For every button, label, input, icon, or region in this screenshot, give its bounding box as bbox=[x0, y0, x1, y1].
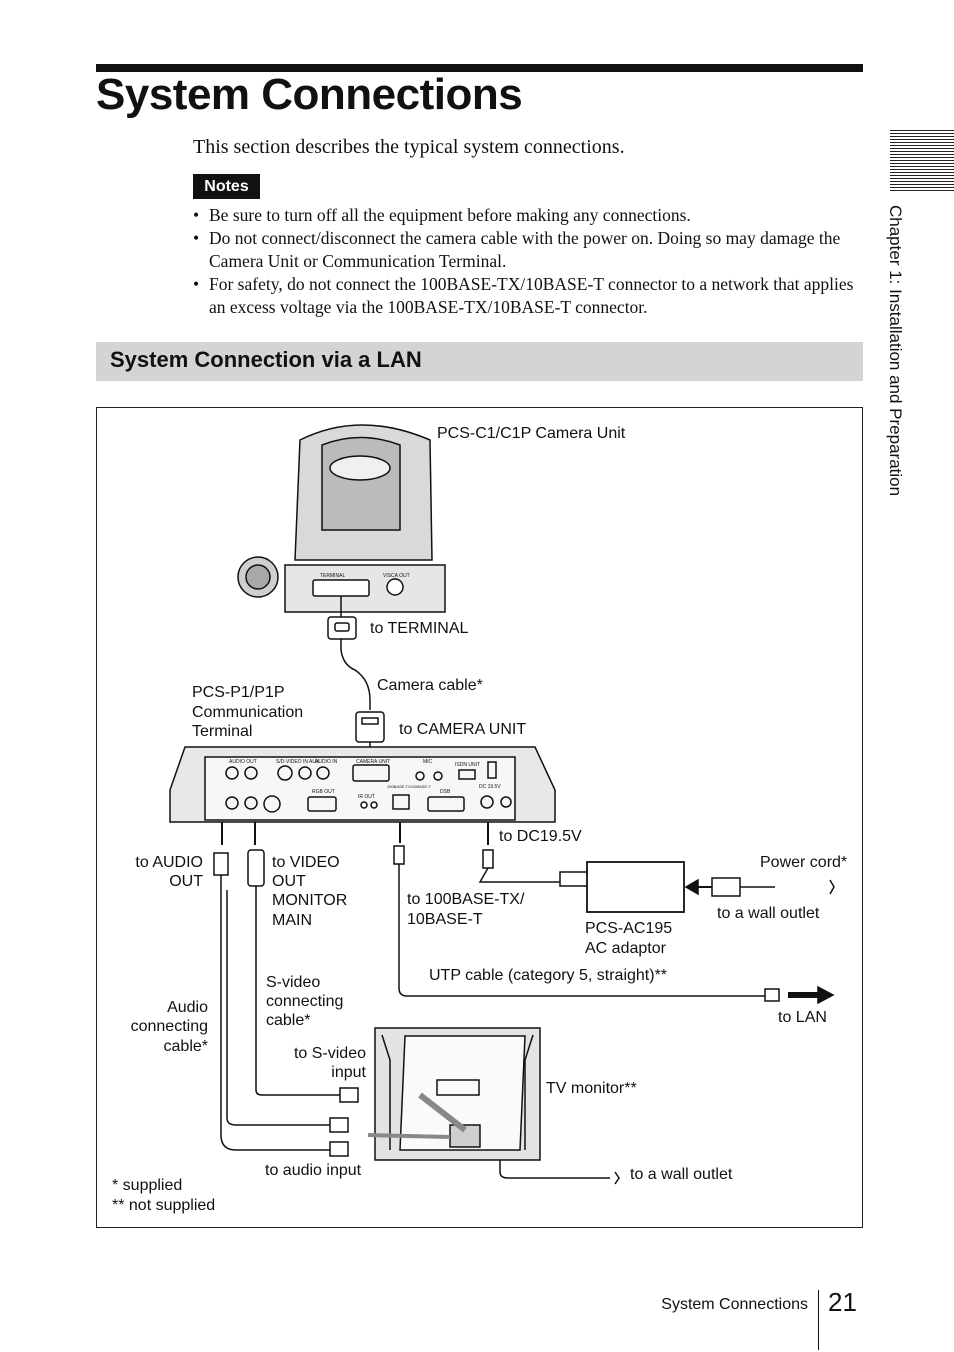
legend-supplied: * supplied bbox=[112, 1177, 183, 1194]
chapter-tab-label: Chapter 1: Installation and Preparation bbox=[886, 205, 905, 497]
section-title: System Connection via a LAN bbox=[110, 347, 422, 372]
tv-monitor-illustration bbox=[367, 1027, 620, 1185]
port-lan-label: 100BASE-TX/10BASE-T bbox=[387, 784, 431, 789]
to-wall-outlet-label-2: to a wall outlet bbox=[630, 1166, 733, 1183]
intro-text: This section describes the typical syste… bbox=[193, 136, 625, 158]
port-terminal-label: TERMINAL bbox=[320, 573, 346, 579]
camera-unit-label: PCS-C1/C1P Camera Unit bbox=[437, 425, 626, 442]
svideo-cable-line1: S-video bbox=[266, 974, 321, 991]
port-ir-out-label: IR OUT bbox=[358, 794, 375, 800]
to-camera-unit-label: to CAMERA UNIT bbox=[399, 721, 527, 738]
port-arrows bbox=[221, 822, 489, 845]
to-audio-out-line2: OUT bbox=[169, 873, 203, 890]
port-audio-out-label: AUDIO OUT bbox=[229, 759, 257, 765]
terminal-label-line3: Terminal bbox=[192, 723, 253, 740]
camera-unit-illustration: TERMINAL VISCA OUT bbox=[237, 424, 446, 613]
notes-badge: Notes bbox=[193, 174, 260, 199]
to-svideo-input-line1: to S-video bbox=[293, 1045, 366, 1062]
note-item: Do not connect/disconnect the camera cab… bbox=[193, 227, 865, 273]
note-item: For safety, do not connect the 100BASE-T… bbox=[193, 273, 865, 319]
to-video-out-line3: MONITOR bbox=[272, 892, 348, 909]
page-number: 21 bbox=[828, 1287, 857, 1317]
to-wall-outlet-label-1: to a wall outlet bbox=[717, 905, 820, 922]
port-audio-in-label: AUDIO IN bbox=[315, 759, 338, 765]
to-svideo-input-line2: input bbox=[331, 1064, 366, 1081]
port-camera-unit-label: CAMERA UNIT bbox=[356, 759, 390, 765]
terminal-label-line2: Communication bbox=[192, 704, 304, 721]
dc-cable bbox=[478, 849, 835, 913]
communication-terminal-illustration: AUDIO OUT S/D-VIDEO IN AUX AUDIO IN CAME… bbox=[169, 746, 556, 823]
chapter-tab-lines bbox=[890, 130, 954, 192]
note-item: Be sure to turn off all the equipment be… bbox=[193, 204, 865, 227]
footer-section-name: System Connections bbox=[661, 1296, 808, 1313]
section-header: System Connection via a LAN bbox=[96, 342, 863, 381]
audio-cable-line3: cable* bbox=[163, 1038, 208, 1055]
audio-cable bbox=[213, 852, 349, 1157]
svideo-cable-line3: cable* bbox=[266, 1012, 311, 1029]
audio-cable-line2: connecting bbox=[130, 1018, 208, 1035]
page-title: System Connections bbox=[96, 70, 523, 119]
to-audio-out-line1: to AUDIO bbox=[135, 854, 203, 871]
legend-not-supplied: ** not supplied bbox=[112, 1197, 216, 1214]
tv-monitor-label: TV monitor** bbox=[546, 1080, 637, 1097]
notes-list: Be sure to turn off all the equipment be… bbox=[193, 204, 865, 319]
port-video-in-label: S/D-VIDEO IN AUX bbox=[276, 759, 320, 765]
port-mic-label: MIC bbox=[423, 759, 433, 765]
to-terminal-label: to TERMINAL bbox=[370, 620, 469, 637]
to-video-out-line1: to VIDEO bbox=[272, 854, 340, 871]
diagram-frame bbox=[96, 407, 863, 1228]
svideo-cable-line2: connecting bbox=[266, 993, 344, 1010]
to-dc-label: to DC19.5V bbox=[499, 828, 582, 845]
port-dc-label: DC 19.5V bbox=[479, 784, 501, 790]
title-rule bbox=[96, 64, 863, 72]
port-isdn-label: ISDN UNIT bbox=[455, 762, 480, 768]
audio-cable-line1: Audio bbox=[167, 999, 208, 1016]
to-lan-label: to LAN bbox=[778, 1009, 827, 1026]
to-video-out-line2: OUT bbox=[272, 873, 306, 890]
power-cord-label: Power cord* bbox=[760, 854, 848, 871]
to-audio-input-label: to audio input bbox=[265, 1162, 362, 1179]
port-rgb-out-label: RGB OUT bbox=[312, 789, 335, 795]
to-video-out-line4: MAIN bbox=[272, 912, 312, 929]
utp-cable bbox=[393, 845, 835, 1005]
to-lan-port-line2: 10BASE-T bbox=[407, 911, 483, 928]
camera-cable-label: Camera cable* bbox=[377, 677, 483, 694]
utp-cable-label: UTP cable (category 5, straight)** bbox=[429, 967, 668, 984]
adaptor-label-line1: PCS-AC195 bbox=[585, 920, 673, 937]
svideo-cable bbox=[247, 849, 359, 1103]
port-visca-label: VISCA OUT bbox=[383, 573, 410, 579]
port-dsb-label: DSB bbox=[440, 789, 451, 795]
camera-cable bbox=[327, 596, 385, 760]
terminal-label-line1: PCS-P1/P1P bbox=[192, 684, 285, 701]
adaptor-label-line2: AC adaptor bbox=[585, 940, 666, 957]
footer-divider bbox=[818, 1290, 819, 1350]
to-lan-port-line1: to 100BASE-TX/ bbox=[407, 891, 525, 908]
